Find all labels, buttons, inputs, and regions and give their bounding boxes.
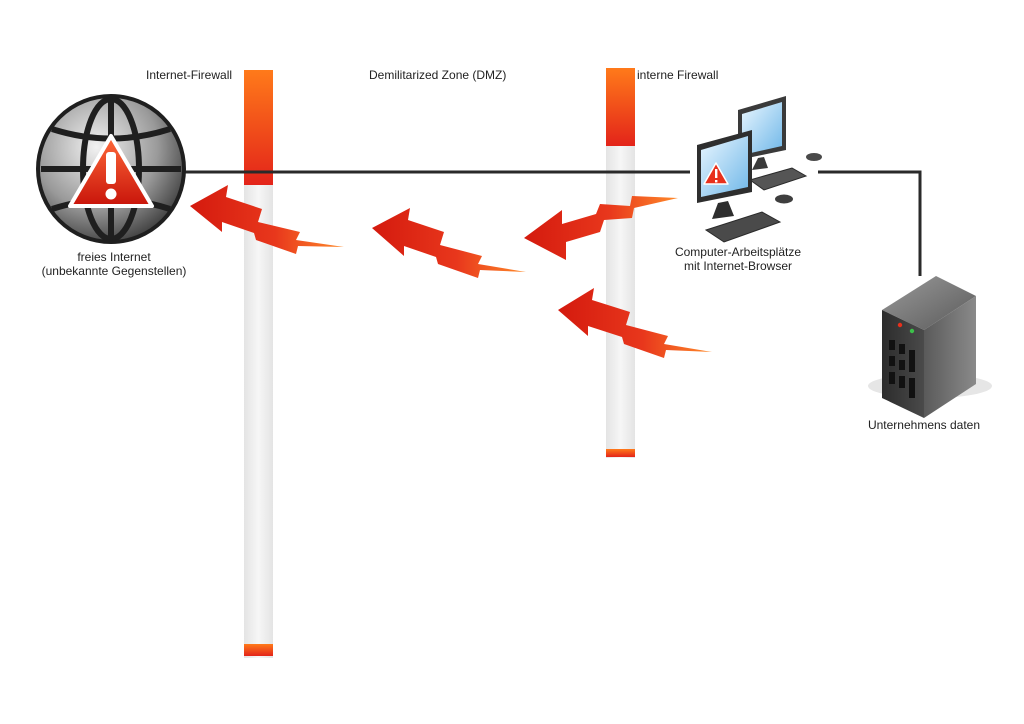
server-label: Unternehmens daten <box>867 418 981 432</box>
lightning-arrow-icon <box>190 185 344 254</box>
connection-lines <box>184 170 922 276</box>
computer-workstations-icon <box>697 96 822 243</box>
globe-warning-icon <box>36 94 186 244</box>
lightning-arrow-icon <box>372 208 526 278</box>
workstation-to-server-line <box>818 170 922 276</box>
workstations-label-line2: mit Internet-Browser <box>683 259 793 273</box>
internet-firewall-label: Internet-Firewall <box>146 68 233 82</box>
internet-firewall-bar <box>244 70 273 658</box>
internal-firewall-label: interne Firewall <box>637 68 719 82</box>
internet-label-line1: freies Internet <box>77 250 151 264</box>
dmz-label: Demilitarized Zone (DMZ) <box>369 68 507 82</box>
internal-firewall-bar <box>606 68 635 458</box>
internet-label: freies Internet (unbekannte Gegenstellen… <box>42 250 187 278</box>
workstations-label-line1: Computer-Arbeitsplätze <box>674 245 802 259</box>
server-tower-icon <box>868 276 992 418</box>
lightning-arrow-icon <box>558 288 712 358</box>
lightning-arrow-icon <box>524 196 678 260</box>
workstations-label: Computer-Arbeitsplätze mit Internet-Brow… <box>675 245 801 273</box>
attack-arrows <box>190 185 712 358</box>
internet-label-line2: (unbekannte Gegenstellen) <box>41 264 187 278</box>
